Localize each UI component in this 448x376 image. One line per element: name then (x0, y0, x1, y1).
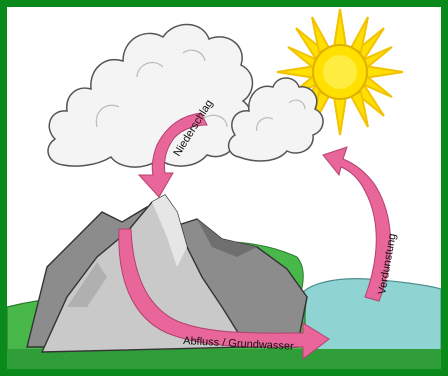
runoff-arrow: Abfluss / Grundwasser (118, 228, 330, 361)
cloud-icon (47, 23, 254, 168)
sun-icon (276, 8, 404, 136)
runoff-label: Abfluss / Grundwasser (183, 335, 294, 353)
evaporation-arrow: Verdunstung (322, 146, 399, 302)
water-cycle-diagram: Niederschlag Verdunstung Abfluss / Grund… (7, 8, 441, 369)
cloud-icon-small (227, 77, 324, 162)
mountain-icon (26, 194, 308, 353)
